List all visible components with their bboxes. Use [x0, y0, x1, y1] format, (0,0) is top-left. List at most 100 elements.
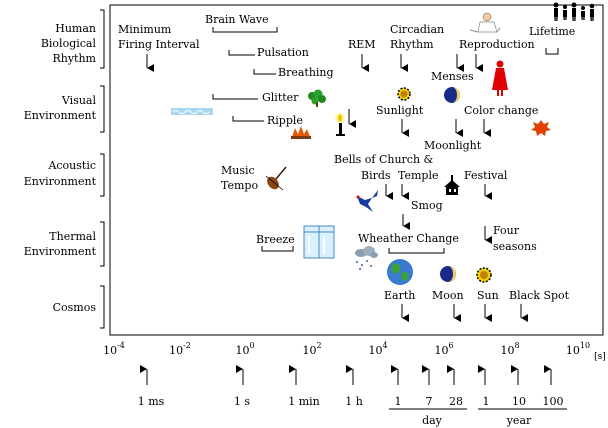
violin-icon	[265, 166, 287, 191]
acoustic-row: Music Tempo Bells of Church & Birds Temp…	[221, 153, 508, 230]
reference-label: 28	[449, 395, 463, 408]
label-festival: Festival	[464, 169, 508, 182]
tree-icon	[308, 89, 326, 107]
category-thermal-line2: Environment	[24, 245, 97, 258]
cosmos-row: Earth Moon Sun Black Spot	[384, 259, 570, 322]
axis-tick-label: 10-4	[103, 341, 125, 357]
label-rem: REM	[348, 38, 376, 51]
label-reproduction: Reproduction	[459, 38, 535, 51]
category-thermal-line1: Thermal	[49, 230, 96, 243]
axis-tick-label: 108	[500, 341, 519, 357]
reference-arrows	[140, 365, 552, 385]
label-glitter: Glitter	[262, 91, 299, 104]
reference-label: 10	[512, 395, 526, 408]
label-earth: Earth	[384, 289, 415, 302]
reference-label: 100	[543, 395, 564, 408]
reference-label: 1	[395, 395, 402, 408]
group-label-day: day	[422, 414, 443, 427]
category-human-line1: Human	[55, 22, 96, 35]
axis-unit: [s]	[594, 352, 606, 362]
bracket-glitter	[212, 94, 258, 100]
water-ripple-image	[171, 108, 213, 115]
reference-label: 1	[483, 395, 490, 408]
reference-label: 1 s	[234, 395, 250, 408]
reference-label: 1 h	[345, 395, 363, 408]
label-weather: Wheather Change	[358, 232, 459, 245]
fire-icon	[291, 126, 311, 139]
label-bells-2: Temple	[398, 169, 439, 182]
axis-tick-label: 10-2	[169, 341, 191, 357]
family-icon	[553, 2, 595, 21]
reference-label: 7	[426, 395, 433, 408]
moon-icon	[440, 266, 456, 282]
diagram-frame	[109, 4, 604, 336]
bird-icon	[356, 190, 378, 212]
visual-row: Glitter Ripple Sunlight Color change	[171, 87, 551, 152]
reference-label: 1 min	[288, 395, 320, 408]
category-human-line3: Rhythm	[52, 52, 96, 65]
thermal-row: Breeze Wheather Change Four seasons	[256, 224, 537, 270]
label-color-change: Color change	[464, 104, 538, 117]
label-music-2: Tempo	[221, 179, 258, 192]
axis-tick-label: 106	[434, 341, 453, 357]
category-acoustic-line1: Acoustic	[47, 159, 96, 172]
label-lifetime: Lifetime	[529, 25, 575, 38]
earth-icon	[387, 259, 413, 285]
label-brain-wave: Brain Wave	[205, 13, 269, 26]
woman-icon	[492, 60, 508, 96]
label-breeze: Breeze	[256, 233, 295, 246]
axis-tick-label: 1010	[566, 341, 590, 357]
label-four-seasons-2: seasons	[493, 240, 537, 253]
label-four-seasons-1: Four	[493, 224, 520, 237]
reference-label: 1 ms	[138, 395, 165, 408]
cloud-rain-icon	[355, 246, 378, 270]
bracket-ripple	[232, 116, 264, 122]
axis-tick-label: 100	[235, 341, 254, 357]
category-brackets	[100, 9, 105, 329]
category-visual-line2: Environment	[24, 109, 97, 122]
label-bells-1: Bells of Church &	[334, 153, 434, 166]
church-icon	[444, 175, 460, 195]
label-birds: Birds	[361, 169, 391, 182]
bracket-breeze	[261, 246, 294, 252]
label-pulsation: Pulsation	[257, 46, 309, 59]
window-icon	[303, 225, 335, 259]
label-breathing: Breathing	[278, 66, 334, 79]
human-rhythm-row: Minimum Firing Interval Brain Wave Pulsa…	[118, 2, 595, 96]
bracket-pulsation	[228, 50, 255, 56]
bracket-brain-wave	[212, 27, 278, 33]
label-music-1: Music	[221, 164, 255, 177]
category-human-line2: Biological	[41, 37, 97, 50]
label-ripple: Ripple	[267, 114, 303, 127]
bracket-lifetime	[545, 48, 559, 55]
category-acoustic-line2: Environment	[24, 175, 97, 188]
label-black-spot: Black Spot	[509, 289, 570, 302]
candle-icon	[335, 113, 345, 136]
reproduction-icon	[469, 12, 501, 33]
category-visual-line1: Visual	[61, 94, 97, 107]
axis-tick-label: 104	[368, 341, 387, 357]
axis-tick-label: 102	[302, 341, 321, 357]
label-smog: Smog	[411, 199, 443, 212]
label-moonlight: Moonlight	[424, 139, 482, 152]
label-circadian-2: Rhythm	[390, 38, 434, 51]
category-labels: Human Biological Rhythm Visual Environme…	[24, 22, 97, 314]
label-min-firing-2: Firing Interval	[118, 38, 200, 51]
label-moon: Moon	[432, 289, 464, 302]
reference-labels: 1 ms 1 s 1 min 1 h 1 7 28 1 10 100	[138, 395, 564, 408]
bracket-weather	[388, 248, 445, 254]
label-sunlight: Sunlight	[376, 104, 424, 117]
label-min-firing-1: Minimum	[118, 23, 172, 36]
label-sun: Sun	[477, 289, 499, 302]
sun-icon	[476, 267, 492, 283]
autumn-leaf-icon	[531, 120, 551, 136]
group-label-year: year	[506, 414, 532, 427]
x-axis: 10-4 10-2 100 102 104 106 108 1010 [s]	[103, 341, 606, 362]
bracket-breathing	[253, 69, 276, 75]
category-cosmos: Cosmos	[53, 301, 97, 314]
moon-small-icon	[444, 87, 460, 103]
sun-small-icon	[397, 87, 411, 101]
label-menses: Menses	[431, 70, 474, 83]
label-circadian-1: Circadian	[390, 23, 444, 36]
